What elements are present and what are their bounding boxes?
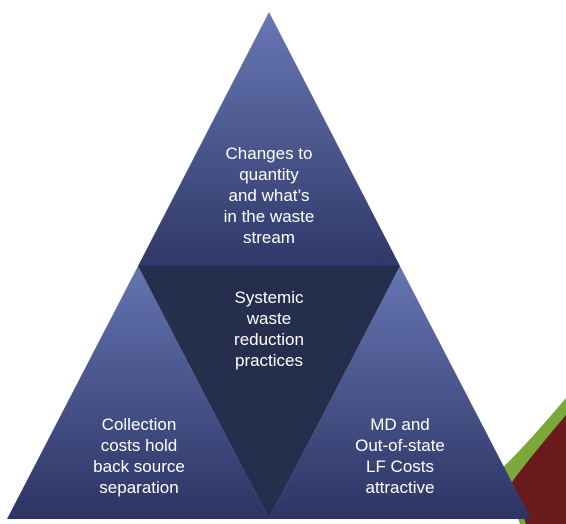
top-triangle-label: Changes to quantity and what’s in the wa… [223, 144, 315, 247]
bottom-left-triangle [7, 266, 269, 519]
center-triangle-label: Systemic waste reduction practices [234, 288, 304, 370]
corner-maroon-fill [512, 415, 566, 524]
bottom-right-triangle-label: MD and Out-of-state LF Costs attractive [355, 415, 445, 497]
center-triangle [138, 266, 400, 519]
bottom-right-triangle [269, 266, 531, 519]
bottom-left-triangle-label: Collection costs hold back source separa… [93, 415, 185, 497]
top-triangle [138, 12, 400, 266]
